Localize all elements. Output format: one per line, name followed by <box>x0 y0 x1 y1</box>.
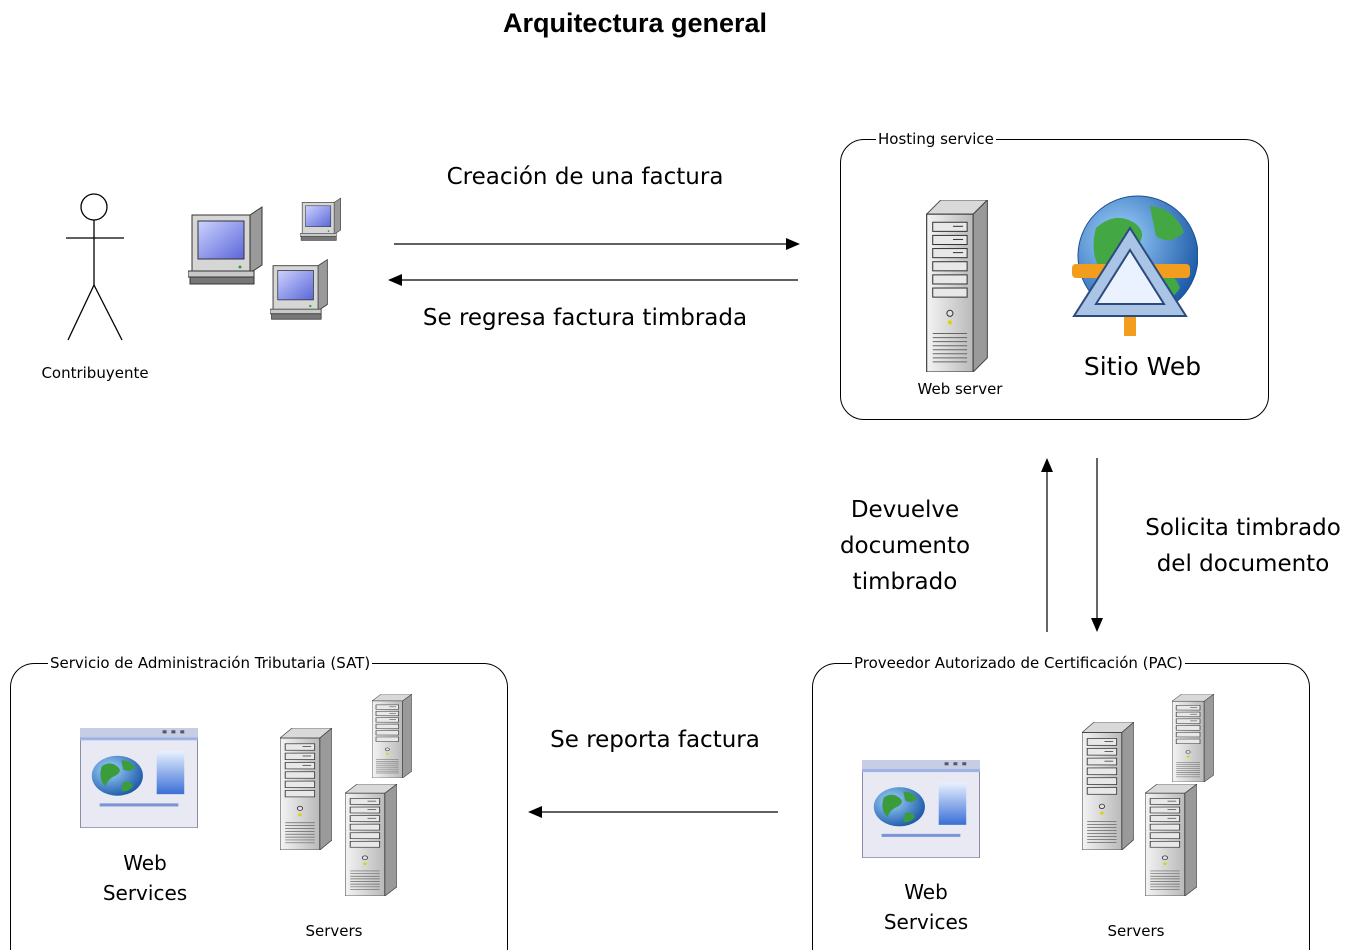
server-icon <box>1172 694 1214 782</box>
actor-label: Contribuyente <box>41 364 149 382</box>
server-icon <box>345 784 397 896</box>
computer-icon <box>270 258 332 320</box>
server-icon <box>280 728 332 850</box>
website-globe-icon <box>1058 188 1198 338</box>
pac-title: Proveedor Autorizado de Certificación (P… <box>852 654 1185 672</box>
flow-arrows-hosting-pac <box>1041 458 1103 632</box>
computer-icon <box>188 205 268 285</box>
web-services-icon <box>862 760 980 858</box>
computer-icon <box>300 197 344 241</box>
person-icon <box>66 193 124 341</box>
flow-arrow-pac-sat <box>528 806 778 818</box>
flow-label-requests-stamp: Solicita timbrado del documento <box>1145 515 1341 577</box>
sat-servers-label: Servers <box>305 922 363 940</box>
pac-web-services-label: Web Services <box>883 880 969 934</box>
web-server-icon <box>926 200 988 372</box>
flow-label-create-invoice: Creación de una factura <box>446 164 724 190</box>
sat-web-services-label: Web Services <box>102 851 188 905</box>
server-icon <box>1145 784 1197 896</box>
flow-label-report-invoice: Se reporta factura <box>550 727 760 753</box>
hosting-service-box <box>840 139 1269 420</box>
flow-arrows-client-hosting <box>388 238 800 286</box>
diagram-title: Arquitectura general <box>502 8 768 38</box>
web-services-icon <box>80 728 198 828</box>
flow-label-return-invoice: Se regresa factura timbrada <box>422 305 748 331</box>
hosting-service-title: Hosting service <box>876 130 996 148</box>
pac-servers-label: Servers <box>1107 922 1165 940</box>
server-icon <box>1082 722 1134 850</box>
sat-title: Servicio de Administración Tributaria (S… <box>48 654 373 672</box>
website-label: Sitio Web <box>1083 352 1202 381</box>
server-icon <box>372 694 412 778</box>
web-server-label: Web server <box>917 380 1003 398</box>
flow-label-returns-document: Devuelve documento timbrado <box>839 497 971 595</box>
